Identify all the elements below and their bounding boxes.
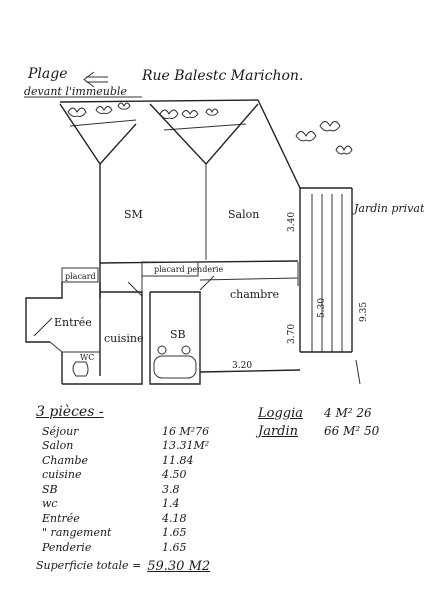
room-label-salon: Salon <box>228 208 259 221</box>
entree-door-swing <box>33 317 53 337</box>
room-label-cuisine: cuisine <box>104 332 144 345</box>
sb-door-swing <box>199 275 215 291</box>
plant-icon <box>67 102 353 155</box>
plage-label: Plage <box>27 66 68 82</box>
room-label-wc: WC <box>80 353 94 362</box>
living-rear-wall <box>99 260 299 264</box>
room-label-entree: Entrée <box>54 316 92 329</box>
sink-icon <box>157 345 167 355</box>
bay-side-wall <box>257 99 301 189</box>
sb-walls <box>149 291 201 385</box>
placard-box <box>61 267 99 283</box>
terrace-inner-line <box>69 119 137 127</box>
dim-530: 5.30 <box>317 298 327 318</box>
toilet-icon <box>72 361 89 377</box>
cuisine-walls <box>100 291 143 385</box>
placard-label: placard <box>65 272 96 281</box>
total-label: Superficie totale = <box>36 558 142 572</box>
chambre-south-wall <box>199 369 301 373</box>
room-label-sm: SM <box>124 208 143 221</box>
devant-label: devant l'immeuble <box>24 85 127 98</box>
placard-penderie-label: placard penderie <box>154 265 223 274</box>
terrace-front-wall <box>59 99 259 103</box>
jardin-hatch <box>300 187 361 385</box>
bay-window-sm <box>59 103 137 166</box>
room-label-sb: SB <box>170 328 186 341</box>
dim-370: 3.70 <box>287 324 297 344</box>
sink-icon-2 <box>181 345 191 355</box>
chambre-rear-line <box>199 277 299 281</box>
dim-340: 3.40 <box>287 212 297 232</box>
areas-title: 3 pièces - <box>36 404 104 420</box>
total-value: 59.30 M2 <box>147 558 211 574</box>
room-label-jardin: Jardin privatif <box>352 202 424 215</box>
placard-penderie-box <box>141 261 199 277</box>
entree-door <box>49 341 63 353</box>
street-label: Rue Balestc Marichon. <box>141 68 303 84</box>
bathtub-icon <box>153 355 197 379</box>
terrace-inner-line-2 <box>163 123 247 131</box>
entree-walls <box>25 282 63 343</box>
dim-320: 3.20 <box>232 361 252 371</box>
dim-935: 9.35 <box>359 302 369 322</box>
arrow-left-icon <box>83 71 108 88</box>
room-label-chambre: chambre <box>230 288 279 301</box>
total-area: Superficie totale = 59.30 M2 <box>36 559 236 574</box>
bay-window-salon <box>149 103 259 166</box>
cuisine-door-swing <box>127 281 143 297</box>
